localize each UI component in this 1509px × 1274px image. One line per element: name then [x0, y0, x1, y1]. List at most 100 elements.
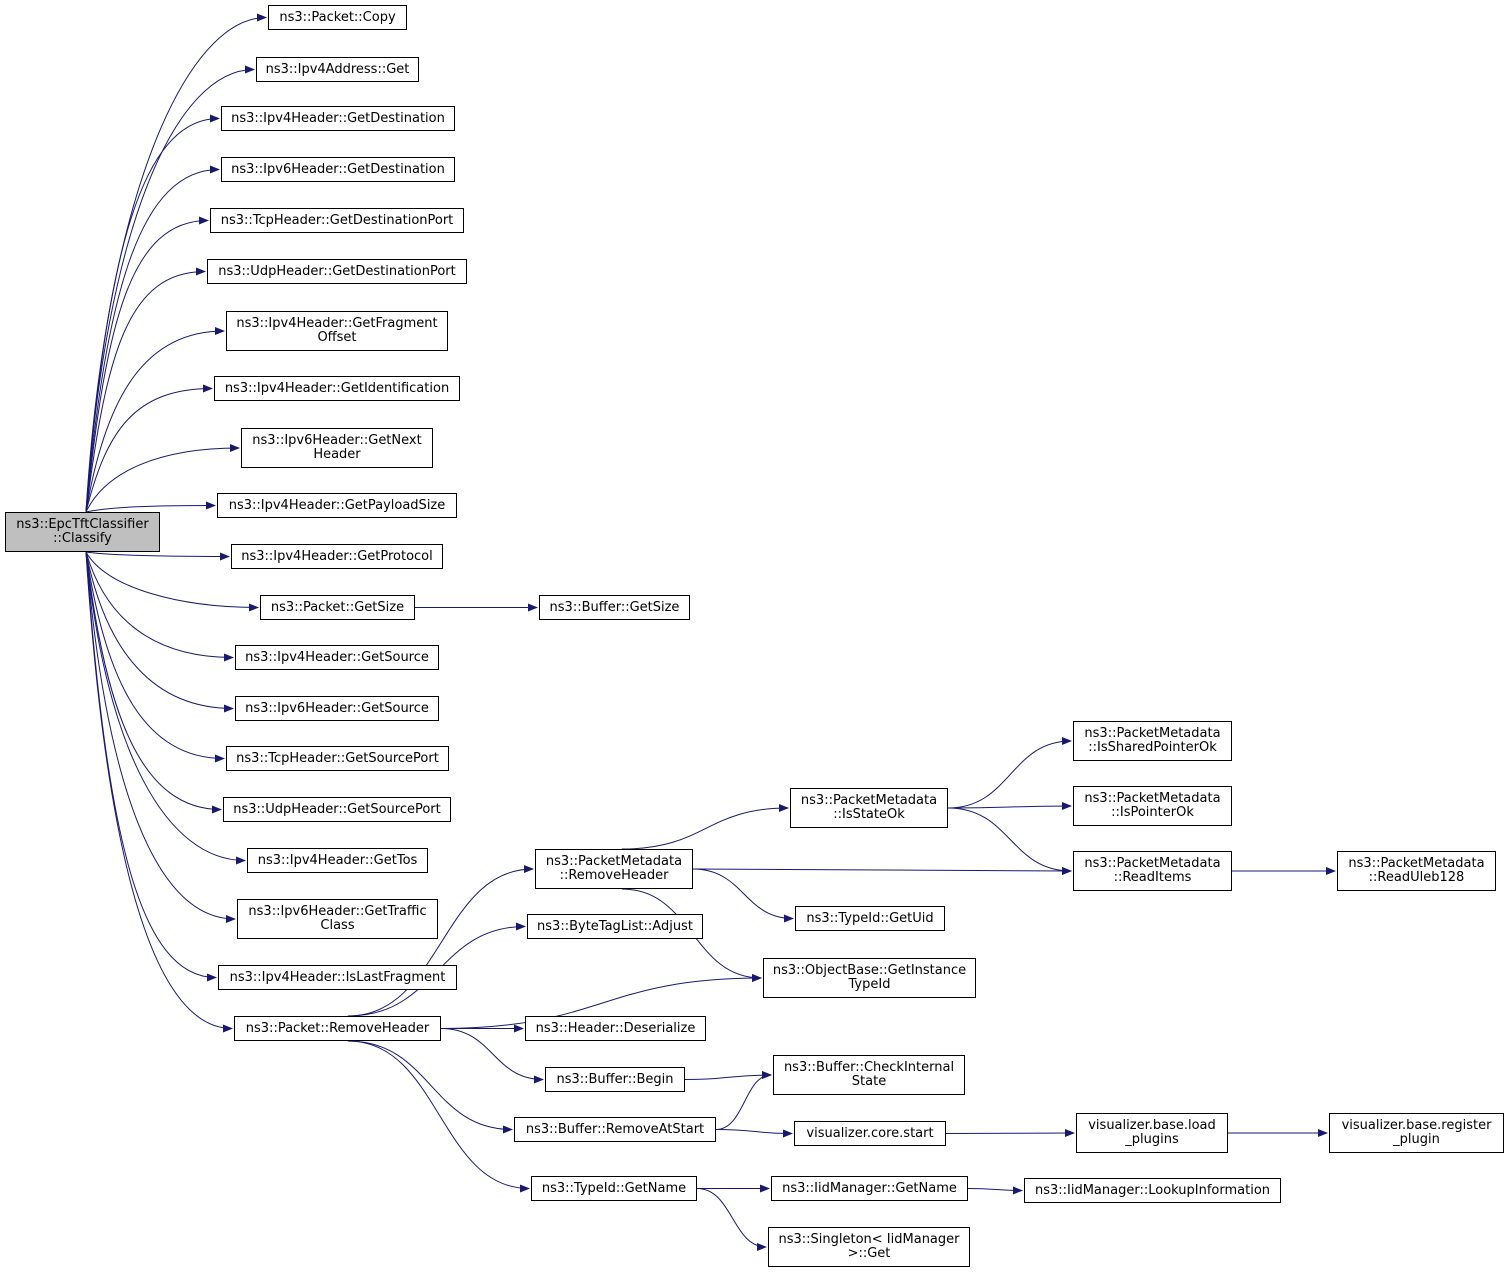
node-label-line: ns3::Ipv6Header::GetTraffic [248, 904, 427, 919]
node-label-line: TypeId [848, 977, 891, 992]
node-pm-readuleb128[interactable]: ns3::PacketMetadata::ReadUleb128 [1337, 851, 1496, 891]
node-label-line: ns3::Buffer::RemoveAtStart [525, 1121, 705, 1137]
node-ipv4-islastfragment[interactable]: ns3::Ipv4Header::IsLastFragment [218, 965, 457, 990]
node-vis-base-register-plugin[interactable]: visualizer.base.register_plugin [1329, 1113, 1504, 1153]
node-label-line: ns3::ByteTagList::Adjust [537, 918, 693, 934]
node-label: ns3::IidManager::GetName [782, 1181, 957, 1196]
node-label-line: ns3::Packet::RemoveHeader [245, 1020, 430, 1036]
node-label-line: State [851, 1074, 887, 1089]
edge-root-to-tcp-getdestinationport [85, 216, 209, 513]
node-label-line: ::ReadUleb128 [1368, 870, 1465, 885]
node-label-line: ns3::Ipv4Header::GetPayloadSize [228, 497, 446, 513]
node-pm-issharedpointerok[interactable]: ns3::PacketMetadata::IsSharedPointerOk [1073, 721, 1232, 761]
edge-root-to-ipv6-getdestination [85, 165, 220, 513]
edge-pm-removeheader-to-pm-isstateok [621, 804, 789, 850]
node-bytetaglist-adjust[interactable]: ns3::ByteTagList::Adjust [527, 914, 703, 939]
node-label: ns3::Ipv4Header::GetTos [257, 852, 418, 868]
node-ipv4-getsource[interactable]: ns3::Ipv4Header::GetSource [235, 645, 439, 670]
node-label: ns3::Buffer::GetSize [550, 600, 680, 615]
node-iidmanager-lookupinformation[interactable]: ns3::IidManager::LookupInformation [1024, 1178, 1281, 1203]
node-singleton-get[interactable]: ns3::Singleton< IidManager>::Get [768, 1227, 970, 1267]
node-label: ns3::Ipv4Header::GetDestination [231, 110, 445, 126]
edge-packet-removeheader-to-buffer-begin [440, 1028, 544, 1084]
node-label-line: ns3::UdpHeader::GetSourcePort [233, 801, 441, 817]
node-packet-getsize[interactable]: ns3::Packet::GetSize [260, 595, 415, 620]
node-root: ns3::EpcTftClassifier::Classify [5, 512, 160, 552]
node-buffer-begin[interactable]: ns3::Buffer::Begin [545, 1067, 685, 1092]
edge-root-to-ipv4-getpayloadsize [85, 501, 216, 513]
node-ipv6-getdestination[interactable]: ns3::Ipv6Header::GetDestination [221, 157, 455, 182]
node-label-line: ns3::ObjectBase::GetInstance [772, 963, 967, 978]
node-pm-ispointerok[interactable]: ns3::PacketMetadata::IsPointerOk [1073, 786, 1232, 826]
node-label: ns3::Singleton< IidManager>::Get [778, 1233, 959, 1261]
node-vis-base-load-plugins[interactable]: visualizer.base.load_plugins [1076, 1113, 1228, 1153]
edge-pm-isstateok-to-pm-readitems [947, 807, 1072, 875]
node-udp-getsourceport[interactable]: ns3::UdpHeader::GetSourcePort [223, 797, 451, 822]
edge-buffer-removeatstart-to-vis-core-start [715, 1129, 793, 1138]
node-label: ns3::TcpHeader::GetDestinationPort [221, 213, 454, 228]
node-ipv4-gettos[interactable]: ns3::Ipv4Header::GetTos [247, 848, 428, 873]
node-ipv4-getidentification[interactable]: ns3::Ipv4Header::GetIdentification [214, 376, 460, 401]
edge-root-to-ipv6-gettrafficclass [85, 551, 236, 923]
node-label-line: ns3::Ipv6Header::GetSource [245, 700, 429, 716]
edge-root-to-ipv4-islastfragment [85, 551, 217, 982]
node-label-line: visualizer.core.start [806, 1125, 934, 1141]
node-buffer-removeatstart[interactable]: ns3::Buffer::RemoveAtStart [514, 1117, 716, 1142]
node-ipv4-getdestination[interactable]: ns3::Ipv4Header::GetDestination [221, 106, 455, 131]
node-label: ns3::ByteTagList::Adjust [537, 918, 693, 934]
node-label-line: ns3::Buffer::Begin [556, 1071, 674, 1087]
node-label: ns3::Ipv4Header::GetProtocol [241, 548, 433, 564]
node-packet-removeheader[interactable]: ns3::Packet::RemoveHeader [234, 1016, 441, 1041]
node-tcp-getsourceport[interactable]: ns3::TcpHeader::GetSourcePort [226, 746, 449, 771]
node-label: ns3::Ipv4Header::IsLastFragment [229, 969, 446, 985]
node-label-line: ns3::Ipv4Header::GetProtocol [241, 548, 433, 564]
node-label: ns3::Buffer::Begin [556, 1071, 674, 1087]
edge-root-to-packet-removeheader [85, 551, 233, 1033]
node-label-line: ns3::EpcTftClassifier [16, 517, 149, 532]
node-iidmanager-getname[interactable]: ns3::IidManager::GetName [771, 1176, 968, 1201]
node-ipv6-getsource[interactable]: ns3::Ipv6Header::GetSource [235, 696, 439, 721]
node-pm-isstateok[interactable]: ns3::PacketMetadata::IsStateOk [790, 788, 948, 828]
node-pm-removeheader[interactable]: ns3::PacketMetadata::RemoveHeader [535, 849, 693, 889]
node-tcp-getdestinationport[interactable]: ns3::TcpHeader::GetDestinationPort [210, 208, 464, 233]
node-ipv4-getpayloadsize[interactable]: ns3::Ipv4Header::GetPayloadSize [217, 493, 457, 518]
node-packet-copy[interactable]: ns3::Packet::Copy [268, 5, 407, 30]
node-ipv4address-get[interactable]: ns3::Ipv4Address::Get [256, 57, 419, 82]
node-pm-readitems[interactable]: ns3::PacketMetadata::ReadItems [1073, 851, 1232, 891]
node-label: ns3::PacketMetadata::RemoveHeader [546, 855, 682, 883]
node-label-line: ns3::Packet::GetSize [270, 599, 405, 615]
node-header-deserialize[interactable]: ns3::Header::Deserialize [525, 1016, 706, 1041]
node-label: ns3::Ipv4Header::GetSource [245, 650, 429, 665]
node-buffer-getsize[interactable]: ns3::Buffer::GetSize [539, 595, 690, 620]
node-label-line: ns3::Ipv4Header::GetIdentification [224, 380, 450, 396]
node-typeid-getname[interactable]: ns3::TypeId::GetName [531, 1176, 697, 1201]
edge-root-to-ipv4-gettos [85, 551, 246, 865]
node-udp-getdestinationport[interactable]: ns3::UdpHeader::GetDestinationPort [207, 259, 467, 284]
node-label-line: Offset [317, 330, 357, 345]
node-label-line: ::RemoveHeader [559, 868, 669, 883]
node-label: ns3::PacketMetadata::ReadItems [1084, 857, 1220, 885]
node-vis-core-start[interactable]: visualizer.core.start [794, 1121, 946, 1146]
node-ipv4-getprotocol[interactable]: ns3::Ipv4Header::GetProtocol [231, 544, 443, 569]
node-label-line: ns3::Header::Deserialize [535, 1020, 696, 1036]
edge-pm-isstateok-to-pm-ispointerok [947, 802, 1072, 811]
edge-buffer-removeatstart-to-buffer-checkinternalstate [715, 1071, 772, 1130]
node-label-line: ns3::Buffer::CheckInternal [783, 1060, 955, 1075]
node-label-line: ns3::PacketMetadata [1084, 726, 1221, 741]
node-label-line: ns3::Ipv4Header::GetDestination [231, 110, 445, 126]
node-label-line: ns3::Ipv4Header::GetTos [257, 852, 418, 868]
node-typeid-getuid[interactable]: ns3::TypeId::GetUid [795, 906, 945, 931]
node-label: ns3::TcpHeader::GetSourcePort [236, 751, 439, 766]
node-label-line: ns3::Ipv4Address::Get [265, 61, 410, 77]
node-label-line: ns3::Ipv4Header::IsLastFragment [229, 969, 446, 985]
